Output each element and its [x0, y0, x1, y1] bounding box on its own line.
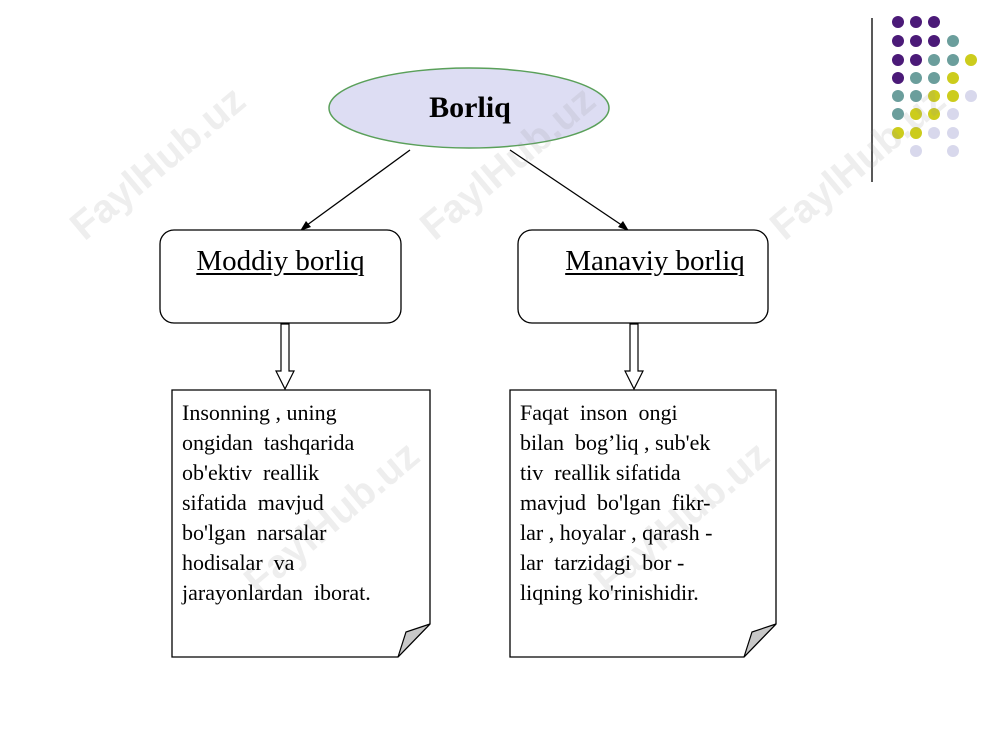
branch-label-manaviy: Manaviy borliq: [565, 244, 745, 277]
decorative-dot-grid: [871, 16, 977, 182]
note-box-left: [171, 389, 431, 658]
down-arrow-left: [275, 323, 295, 391]
note-text-moddiy: Insonning , uning ongidan tashqarida ob'…: [182, 400, 371, 605]
note-box-right: [509, 389, 777, 658]
branch-label-moddiy: Moddiy borliq: [196, 244, 365, 277]
root-node-label: Borliq: [429, 91, 511, 124]
down-arrow-right: [624, 323, 644, 391]
branch-box-manaviy: [517, 229, 769, 324]
note-text-manaviy: Faqat inson ongi bilan bog’liq , sub'ek …: [520, 400, 713, 605]
root-node-ellipse: [328, 67, 610, 149]
branch-box-moddiy: [159, 229, 402, 324]
connector-arrows: [300, 149, 629, 231]
